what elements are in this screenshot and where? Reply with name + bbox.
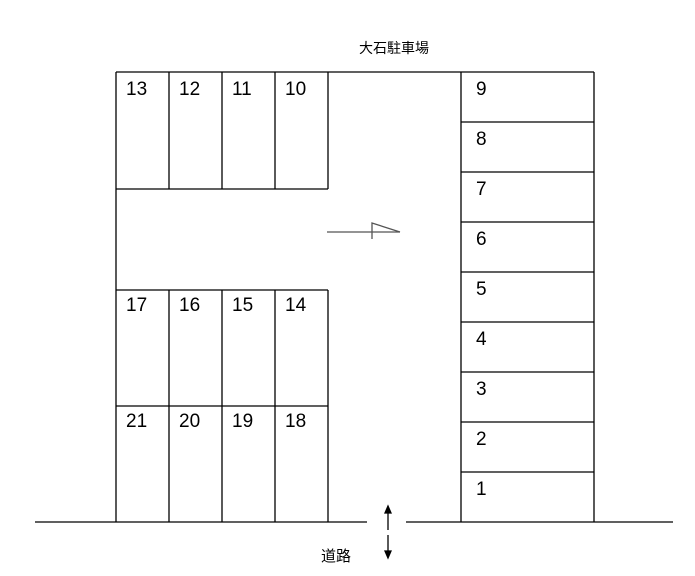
parking-space-number: 14 <box>285 295 307 316</box>
parking-space-number: 1 <box>476 479 487 500</box>
parking-space-number: 10 <box>285 79 307 100</box>
parking-lot-title: 大石駐車場 <box>359 41 429 57</box>
parking-space-number: 3 <box>476 379 487 400</box>
parking-space-number: 5 <box>476 279 487 300</box>
parking-space-number: 19 <box>232 411 254 432</box>
parking-space-number: 7 <box>476 179 487 200</box>
parking-space-number: 8 <box>476 129 487 150</box>
lot-outline <box>115 71 595 522</box>
parking-space-number: 4 <box>476 329 487 350</box>
parking-space-number: 2 <box>476 429 487 450</box>
north-arrow-icon <box>327 222 401 239</box>
road-label: 道路 <box>321 547 352 565</box>
parking-space-number: 13 <box>126 79 148 100</box>
parking-space-number: 21 <box>126 411 148 432</box>
parking-space-number: 17 <box>126 295 148 316</box>
parking-space-number: 11 <box>232 79 252 100</box>
parking-space-number: 6 <box>476 229 487 250</box>
parking-space-number: 9 <box>476 79 487 100</box>
right-column-dividers <box>461 121 594 473</box>
parking-space-number: 12 <box>179 79 201 100</box>
parking-space-number: 20 <box>179 411 201 432</box>
entrance-arrow-icon <box>384 504 392 560</box>
parking-space-number: 18 <box>285 411 307 432</box>
parking-space-number: 15 <box>232 295 254 316</box>
parking-space-number: 16 <box>179 295 201 316</box>
